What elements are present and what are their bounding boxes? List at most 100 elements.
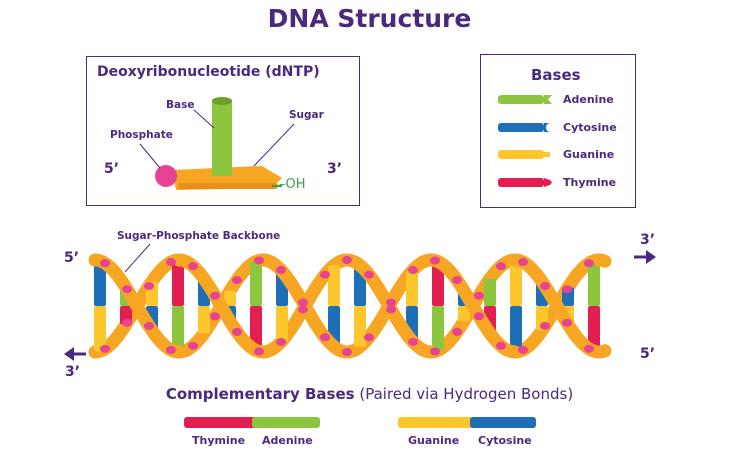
right-arrow-icon — [634, 250, 656, 264]
legend-label-adenine: Adenine — [563, 93, 614, 106]
phosphate-dot — [386, 298, 396, 307]
base-pair-rung — [458, 306, 470, 322]
phosphate-dot — [320, 270, 330, 279]
phosphate-dot — [188, 341, 198, 350]
dntp-five-prime: 5’ — [104, 161, 120, 177]
helix-left-top-prime: 5’ — [64, 250, 80, 266]
helix-left-bottom-prime: 3’ — [65, 364, 81, 380]
phosphate-dot — [100, 344, 110, 353]
base-pair-rung — [224, 290, 236, 306]
phosphate-dot — [540, 321, 550, 330]
phosphate-dot — [232, 276, 242, 285]
phosphate-dot — [166, 258, 176, 267]
bases-legend-title: Bases — [531, 66, 581, 84]
legend-label-thymine: Thymine — [563, 176, 617, 189]
phosphate-dot — [584, 344, 594, 353]
phosphate-dot — [342, 256, 352, 264]
hydroxyl-label: –OH — [279, 177, 306, 192]
base-pair-rung — [172, 260, 184, 306]
base-top — [212, 97, 232, 105]
phosphate-dot — [122, 318, 132, 327]
pair2-left-label: Guanine — [408, 434, 460, 447]
base-pair-rung — [510, 306, 522, 352]
base-shape — [212, 100, 232, 176]
swatch-thymine — [498, 178, 552, 187]
complementary-title-rest: (Paired via Hydrogen Bonds) — [354, 385, 574, 403]
base-pair-rung — [250, 306, 262, 351]
dntp-title: Deoxyribonucleotide (dNTP) — [97, 64, 320, 80]
base-pair-rung — [432, 306, 444, 351]
backbone-strand-a-segment — [88, 253, 186, 359]
dntp-molecule — [139, 97, 295, 190]
phosphate-dot — [474, 312, 484, 321]
base-pair-rung — [588, 260, 600, 306]
phosphate-dot — [276, 266, 286, 275]
phosphate-dot — [298, 298, 308, 307]
base-pair-rung — [276, 306, 288, 341]
base-pair-rung — [250, 261, 262, 306]
phosphate-dot — [518, 345, 528, 354]
base-pair-rung — [510, 260, 522, 306]
phosphate-dot — [210, 312, 220, 321]
phosphate-dot — [320, 333, 330, 342]
base-pair-rung — [588, 306, 600, 352]
backbone-label: Sugar-Phosphate Backbone — [117, 230, 281, 242]
phosphate-dot — [210, 291, 220, 300]
base-pair-rung — [354, 306, 366, 347]
phosphate-dot — [562, 285, 572, 294]
pair1-right-label: Adenine — [262, 434, 313, 447]
phosphate-dot — [342, 348, 352, 356]
backbone-leader — [124, 243, 151, 273]
backbone-strand-a-segment — [592, 253, 612, 268]
phosphate-label: Phosphate — [110, 129, 173, 141]
pair1-left-label: Thymine — [192, 434, 246, 447]
sugar-leader — [253, 123, 295, 167]
phosphate-dot — [100, 259, 110, 268]
sugar-label: Sugar — [289, 109, 324, 121]
helix-front-strand — [88, 253, 612, 359]
phosphate-dot — [562, 318, 572, 327]
sugar-tail — [178, 183, 278, 189]
base-pair-rung — [94, 306, 106, 352]
phosphate-dot — [386, 305, 396, 314]
phosphate-dot — [232, 327, 242, 336]
helix-base-pairs — [94, 260, 600, 352]
phosphate-dot — [276, 337, 286, 346]
phosphate-dot — [408, 337, 418, 346]
left-arrow-icon — [64, 347, 86, 361]
phosphate-dot — [430, 347, 440, 356]
helix-right-top-prime: 3’ — [640, 232, 656, 248]
phosphate-dot — [452, 327, 462, 336]
base-pair-rung — [406, 271, 418, 306]
backbone-strand-b-segment — [508, 253, 606, 359]
legend-label-cytosine: Cytosine — [563, 121, 617, 134]
phosphate-dot — [452, 276, 462, 285]
phosphate-dot — [364, 270, 374, 279]
phosphate-dot — [144, 321, 154, 330]
pair-thymine-adenine — [184, 417, 320, 428]
phosphate-dot — [364, 333, 374, 342]
base-pair-rung — [198, 306, 210, 334]
phosphate-dot — [540, 282, 550, 291]
page-title: DNA Structure — [267, 4, 472, 33]
phosphate-dot — [474, 291, 484, 300]
pair2-right-label: Cytosine — [478, 434, 532, 447]
helix-right-bottom-prime: 5’ — [640, 346, 656, 362]
complementary-title: Complementary Bases (Paired via Hydrogen… — [0, 385, 739, 403]
phosphate-dot — [144, 282, 154, 291]
base-pair-rung — [328, 265, 340, 306]
phosphate-dot — [518, 258, 528, 267]
phosphate-dot — [254, 347, 264, 356]
phosphate-dot — [298, 305, 308, 314]
phosphate-dot — [584, 259, 594, 268]
phosphate-dot — [496, 262, 506, 271]
phosphate-dot — [166, 345, 176, 354]
phosphate-dot — [408, 266, 418, 275]
swatch-adenine — [498, 95, 552, 104]
legend-swatches — [498, 95, 552, 187]
phosphate-dot — [188, 262, 198, 271]
phosphate-leader — [139, 143, 161, 169]
complementary-title-bold: Complementary Bases — [165, 385, 355, 403]
base-pair-rung — [484, 278, 496, 306]
base-pair-rung — [94, 260, 106, 306]
